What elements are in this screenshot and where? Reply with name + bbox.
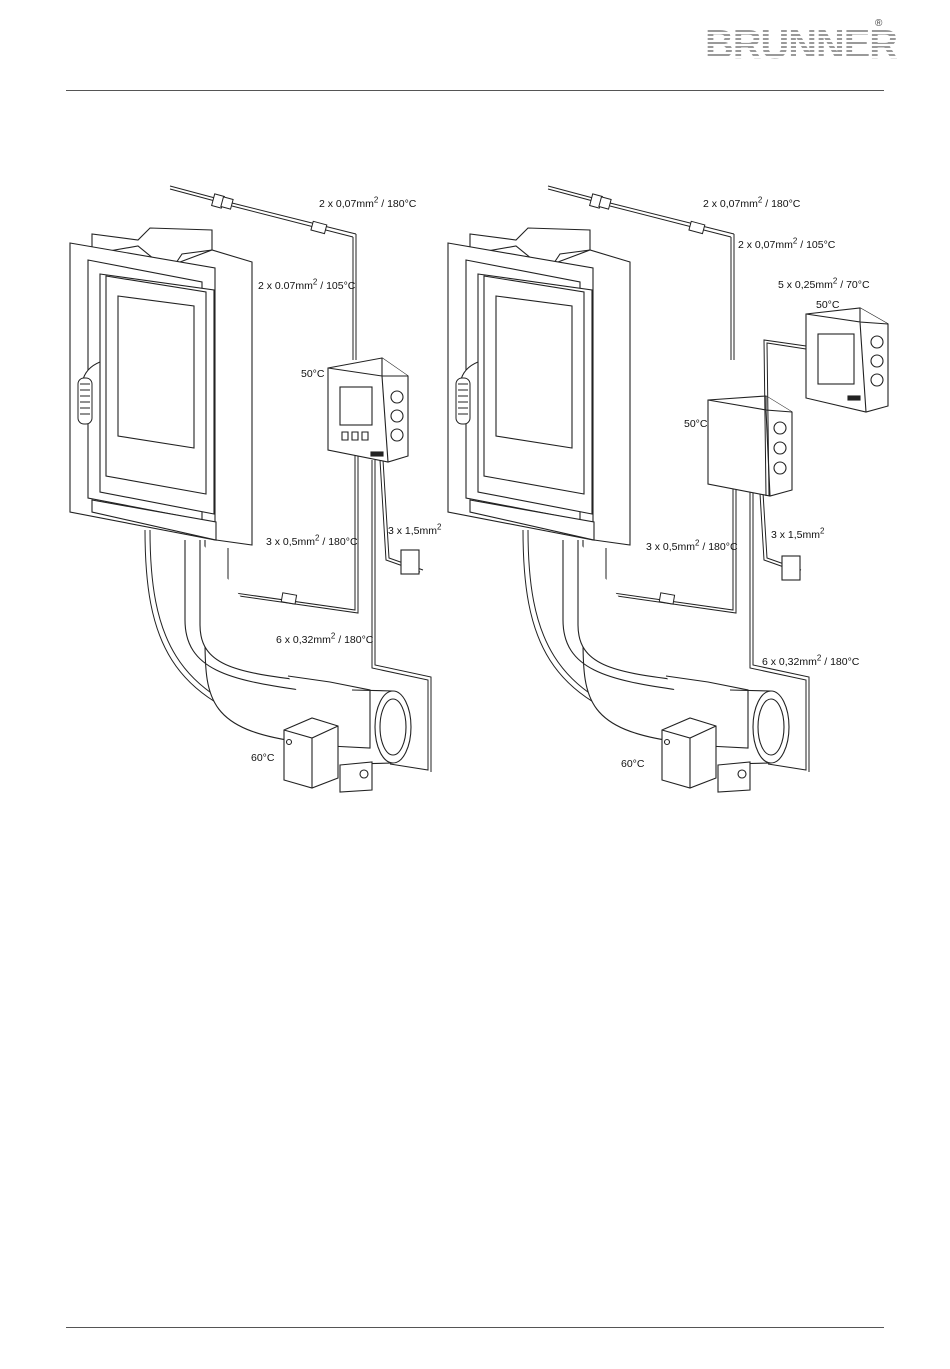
left-label-mid-wire: 2 x 0.07mm2 / 105°C	[258, 280, 355, 292]
left-installation	[70, 186, 431, 792]
left-label-damper-wire: 6 x 0,32mm2 / 180°C	[276, 634, 373, 646]
right-display-panel	[806, 308, 888, 412]
left-label-damper-temp: 60°C	[251, 752, 274, 764]
right-label-lower-wire: 3 x 0,5mm2 / 180°C	[646, 541, 738, 553]
left-label-panel-temp: 50°C	[301, 368, 324, 380]
left-label-top-wire: 2 x 0,07mm2 / 180°C	[319, 198, 416, 210]
right-label-display-wire: 5 x 0,25mm2 / 70°C	[778, 279, 870, 291]
left-label-lower-wire: 3 x 0,5mm2 / 180°C	[266, 536, 358, 548]
right-label-power-wire: 3 x 1,5mm2	[771, 529, 824, 541]
right-label-display-temp: 50°C	[816, 299, 839, 311]
power-socket	[401, 550, 419, 574]
right-label-box-temp: 50°C	[684, 418, 707, 430]
left-label-power-wire: 3 x 1,5mm2	[388, 525, 441, 537]
right-label-mid-wire: 2 x 0,07mm2 / 105°C	[738, 239, 835, 251]
power-socket-right	[782, 556, 800, 580]
right-label-damper-temp: 60°C	[621, 758, 644, 770]
right-label-top-wire: 2 x 0,07mm2 / 180°C	[703, 198, 800, 210]
right-label-damper-wire: 6 x 0,32mm2 / 180°C	[762, 656, 859, 668]
right-junction-box	[708, 396, 792, 496]
control-box-display	[328, 358, 408, 462]
